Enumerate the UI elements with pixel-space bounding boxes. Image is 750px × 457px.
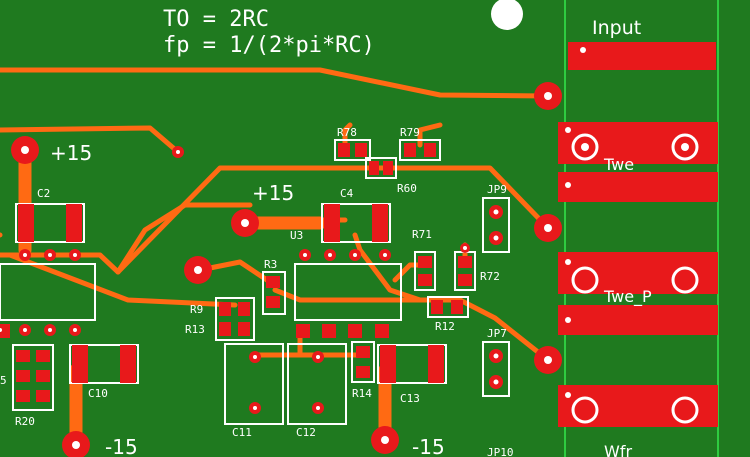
connector-label-twe: Twe (603, 155, 634, 174)
ref-u3: U3 (290, 229, 303, 242)
ref-r9: R9 (190, 303, 203, 316)
connector-small-pads (565, 47, 689, 398)
ref-r79: R79 (400, 126, 420, 139)
ref-r71: R71 (412, 228, 432, 241)
ref-r3: R3 (264, 258, 277, 271)
ref-c13: C13 (400, 392, 420, 405)
reference-designators: R78 R79 R60 JP9 C2 C4 U3 R71 R72 R3 R9 R… (0, 126, 514, 457)
power-label-p15-b: +15 (252, 181, 294, 205)
connector-label-wfr: Wfr (604, 442, 632, 457)
connector-label-twe-p: Twe_P (603, 287, 652, 307)
board-edge-lines (564, 0, 719, 457)
ref-r14: R14 (352, 387, 372, 400)
ref-c12: C12 (296, 426, 316, 439)
ref-jp7: JP7 (487, 327, 507, 340)
power-label-n15-a: -15 (105, 435, 138, 457)
note-line-2: fp = 1/(2*pi*RC) (163, 33, 375, 58)
jumper-pads (489, 205, 503, 389)
connector-tabs (558, 42, 718, 427)
power-label-n15-b: -15 (412, 435, 445, 457)
ref-r13: R13 (185, 323, 205, 336)
ref-c11: C11 (232, 426, 252, 439)
ref-r20: R20 (15, 415, 35, 428)
note-line-1: TO = 2RC (163, 7, 269, 32)
ref-r5: 5 (0, 374, 7, 387)
capacitor-pads (18, 204, 444, 383)
ref-r60: R60 (397, 182, 417, 195)
via-pads (11, 82, 562, 457)
ref-r78: R78 (337, 126, 357, 139)
ref-c4: C4 (340, 187, 354, 200)
silkscreen-outlines (0, 139, 510, 425)
mounting-hole (491, 0, 523, 30)
ref-jp9: JP9 (487, 183, 507, 196)
ref-r72: R72 (480, 270, 500, 283)
ref-jp10: JP10 (487, 446, 514, 457)
connector-holes (571, 133, 699, 424)
power-label-p15-a: +15 (50, 141, 92, 165)
th-pads (0, 243, 470, 414)
ref-r12: R12 (435, 320, 455, 333)
ref-c2: C2 (37, 187, 50, 200)
ref-c10: C10 (88, 387, 108, 400)
connector-label-input: Input (592, 17, 641, 39)
